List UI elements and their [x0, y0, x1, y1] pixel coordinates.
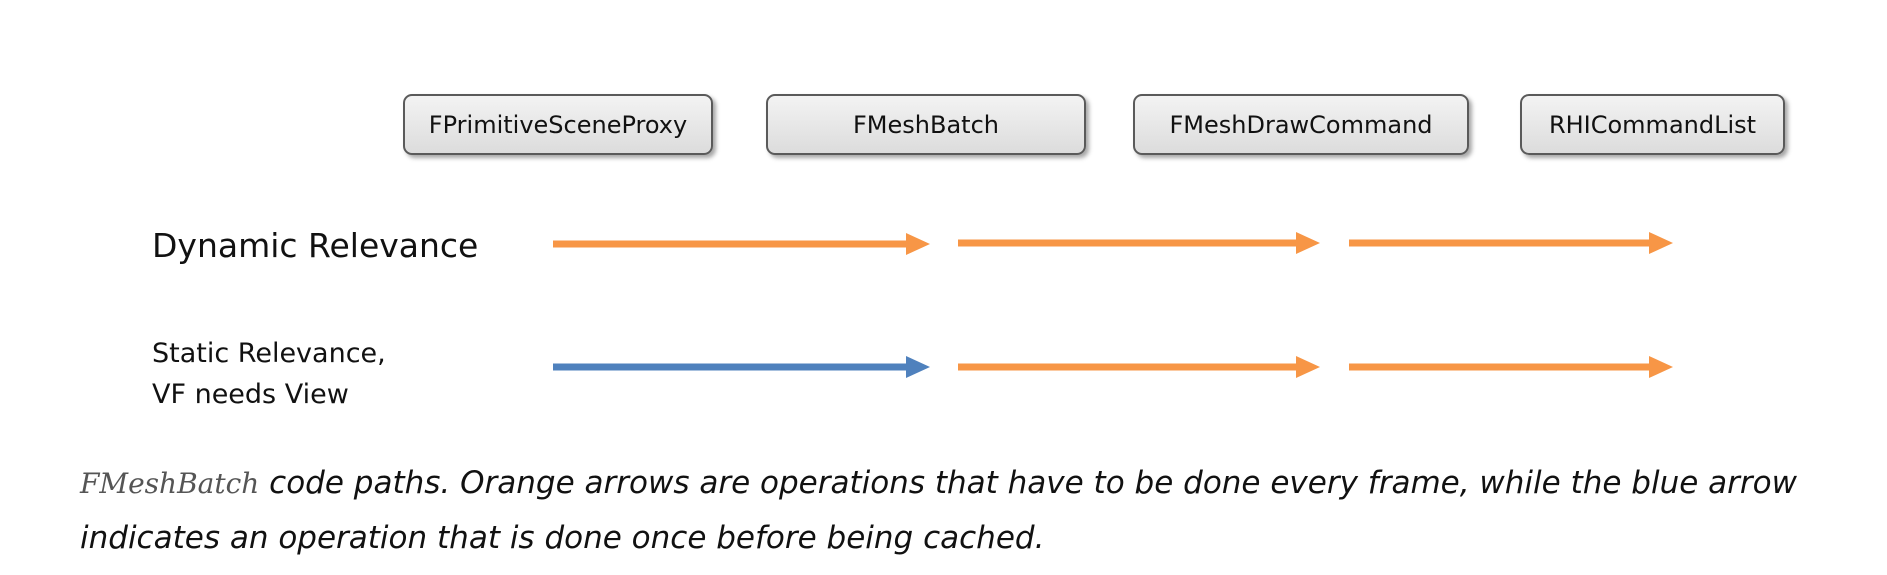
arrow-dynamic-2-orange: [958, 232, 1320, 254]
row-label-static-line2: VF needs View: [152, 379, 349, 410]
stage-box-fmeshdrawcommand: FMeshDrawCommand: [1133, 94, 1469, 155]
arrow-static-2-orange: [958, 356, 1320, 378]
row-label-dynamic-relevance: Dynamic Relevance: [152, 226, 479, 265]
arrow-head: [906, 356, 930, 378]
arrow-dynamic-1-orange: [553, 233, 930, 255]
arrow-head: [1649, 356, 1673, 378]
stage-box-fmeshbatch: FMeshBatch: [766, 94, 1086, 155]
caption-code-term: FMeshBatch: [80, 467, 260, 500]
arrow-head: [1649, 232, 1673, 254]
arrow-static-1-blue: [553, 356, 930, 378]
row-label-static-line1: Static Relevance,: [152, 338, 386, 369]
caption-text: code paths. Orange arrows are operations…: [80, 465, 1797, 556]
arrow-head: [906, 233, 930, 255]
figure-caption: FMeshBatch code paths. Orange arrows are…: [80, 456, 1840, 566]
row-label-static-relevance: Static Relevance, VF needs View: [152, 333, 386, 415]
arrow-dynamic-3-orange: [1349, 232, 1673, 254]
arrow-static-3-orange: [1349, 356, 1673, 378]
stage-box-rhicommandlist: RHICommandList: [1520, 94, 1785, 155]
arrow-head: [1296, 232, 1320, 254]
stage-box-fprimitivesceneproxy: FPrimitiveSceneProxy: [403, 94, 713, 155]
arrow-head: [1296, 356, 1320, 378]
